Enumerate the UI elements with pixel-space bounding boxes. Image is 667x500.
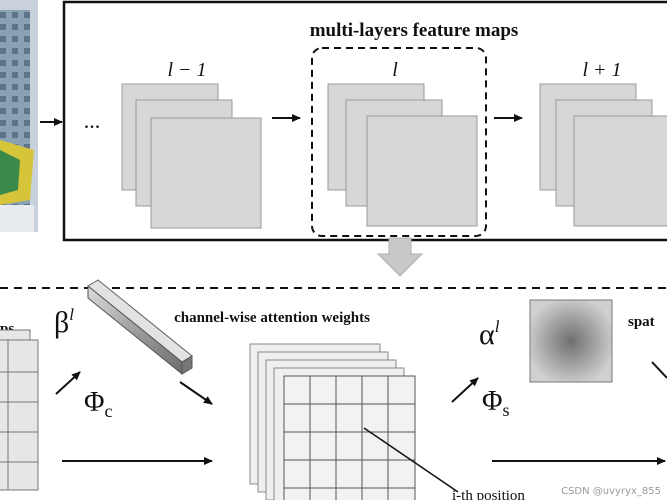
- watermark: CSDN @uvyryx_855: [561, 486, 661, 497]
- weighted-feature-grid-stack: [249, 343, 416, 500]
- feature-map-stack-next: [539, 83, 667, 227]
- arrow-bar-to-maps: [179, 381, 213, 405]
- beta-symbol: βl: [54, 305, 74, 339]
- feature-maps-box: [62, 0, 667, 242]
- ellipsis: ...: [84, 108, 101, 133]
- down-arrow: [376, 237, 424, 277]
- layer-label-current: l: [392, 59, 398, 81]
- spatial-label-fragment: spat: [628, 314, 655, 330]
- position-label: i-th position: [452, 488, 525, 500]
- arrow-to-beta: [55, 371, 81, 395]
- layer-label-next: l + 1: [582, 59, 621, 81]
- channel-attention-bar: [87, 279, 193, 376]
- current-layer-highlight: [311, 47, 487, 237]
- feature-maps-title: multi-layers feature maps: [310, 20, 519, 41]
- arrow-to-alpha: [451, 377, 479, 403]
- input-image-thumbnail: [0, 0, 38, 232]
- position-pointer: [363, 427, 459, 493]
- left-feature-grid-stack: [0, 329, 39, 491]
- channel-attention-label: channel-wise attention weights: [174, 310, 370, 326]
- feature-map-stack-current: [327, 83, 478, 227]
- phi-c-symbol: Φc: [84, 387, 112, 421]
- phi-s-symbol: Φs: [482, 386, 509, 420]
- arrow-right-upper: [651, 361, 667, 379]
- spatial-attention-map: [529, 299, 613, 383]
- alpha-symbol: αl: [479, 317, 500, 351]
- layer-label-prev: l − 1: [167, 59, 206, 81]
- feature-map-stack-prev: [121, 83, 262, 229]
